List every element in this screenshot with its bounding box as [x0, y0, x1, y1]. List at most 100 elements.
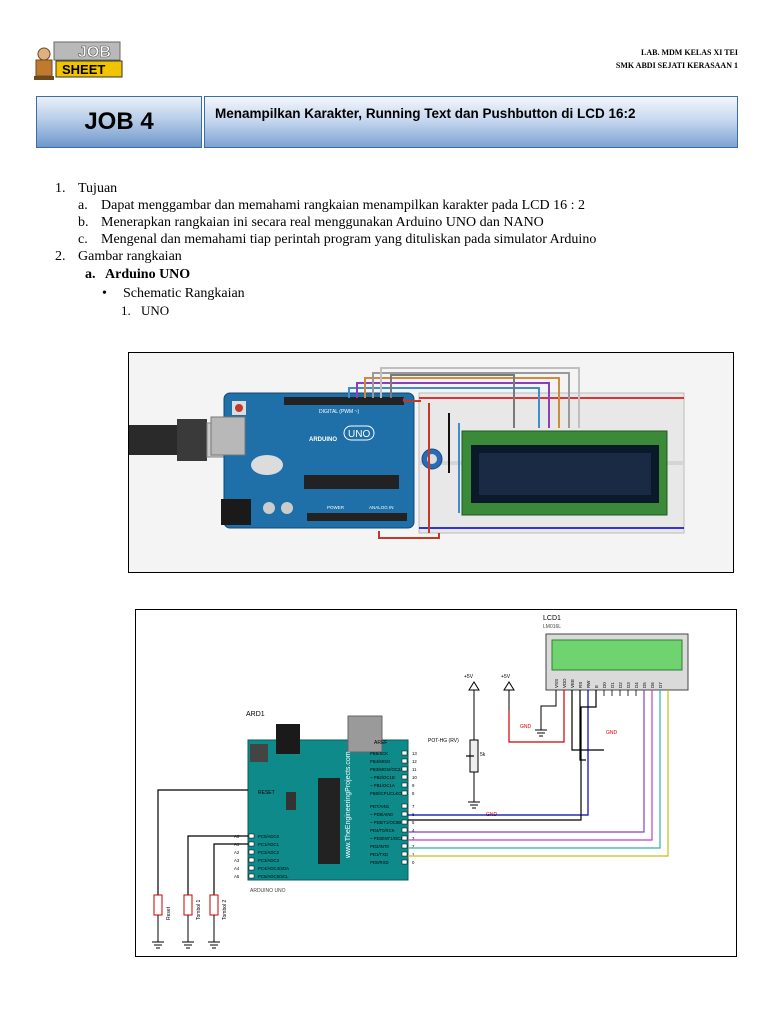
digital-pin-number: 8 [412, 791, 415, 796]
digital-pin-number: 13 [412, 751, 417, 756]
digital-pin-label: PD4/T0/XCK [370, 828, 395, 833]
lcd-pin-label: E [594, 685, 599, 688]
digital-pin-socket [401, 758, 408, 764]
digital-pin-socket [401, 766, 408, 772]
arduino-uno-board: DIGITAL (PWM ~) ARDUINO UNO POWER ANALOG… [210, 392, 415, 529]
digital-pin-number: 11 [412, 767, 417, 772]
digital-pin-label: ~ PB2/OC1B [370, 775, 395, 780]
digital-pin-label: ~ PD5/T1/OC0B [370, 820, 401, 825]
lcd-pin-label: D5 [642, 682, 647, 688]
lcd-model: LM016L [543, 624, 561, 630]
school-line-1: LAB. MDM KELAS XI TEI [641, 48, 738, 57]
lcd-pin-label: D2 [618, 682, 623, 688]
digital-pin-label: ~ PB1/OC1A [370, 783, 395, 788]
analog-pin-label: PC3/ADC3 [258, 858, 280, 863]
digital-pin-number: 9 [412, 783, 415, 788]
pushbutton-label: Tombol 1 [196, 899, 202, 920]
numbered-item: 1.UNO [121, 303, 170, 318]
digital-pin-socket [401, 782, 408, 788]
lcd-pin-label: D1 [610, 682, 615, 688]
analog-pin-socket [248, 873, 255, 879]
digital-pin-number: 10 [412, 775, 417, 780]
job-title-box: Menampilkan Karakter, Running Text dan P… [204, 96, 738, 148]
pushbutton-label: Tombol 2 [222, 899, 228, 920]
subsection-a-title: Arduino UNO [105, 267, 191, 282]
bullet-icon: • [102, 286, 107, 301]
digital-pin-label: PB3/MOSI/OC2A [370, 767, 403, 772]
jumper-wires [348, 367, 580, 539]
pushbutton-symbol [209, 894, 219, 916]
digital-pin-label: PD2/INT0 [370, 844, 389, 849]
aref-pin-label: AREF [374, 740, 387, 746]
digital-pin-socket [401, 790, 408, 796]
section-2-heading: 2. Gambar rangkaian [55, 248, 182, 265]
school-line-2: SMK ABDI SEJATI KERASAAN 1 [615, 61, 738, 70]
arduino-footer: ARDUINO UNO [250, 888, 286, 894]
section-2-number: 2. [55, 249, 66, 264]
school-info: LAB. MDM KELAS XI TEI SMK ABDI SEJATI KE… [616, 46, 738, 72]
lcd-name: LCD1 [543, 615, 561, 622]
analog-pin-label: PC1/ADC1 [258, 842, 280, 847]
ground-symbol [182, 915, 194, 949]
job-number: JOB 4 [84, 108, 154, 135]
lcd-pin-label: D7 [658, 682, 663, 688]
digital-pin-socket [401, 750, 408, 756]
bullet-item: •Schematic Rangkaian [102, 286, 245, 301]
lcd-pin-label: D3 [626, 682, 631, 688]
job-number-box: JOB 4 [36, 96, 202, 148]
digital-pin-socket [401, 835, 408, 841]
logo-top-text: JOB [78, 44, 111, 61]
analog-pin-socket [248, 841, 255, 847]
job-sheet-logo: JOB SHEET [34, 41, 123, 80]
power-header-label: POWER [327, 505, 345, 510]
logo-bottom-text: SHEET [62, 62, 105, 77]
section-1-heading: 1.Tujuan [55, 180, 117, 197]
ground-symbol [152, 915, 164, 949]
pot-label: POT-HG (RV) [428, 738, 459, 744]
digital-pin-label: PD1/TXD [370, 852, 388, 857]
list-item: c.Mengenal dan memahami tiap perintah pr… [78, 232, 597, 247]
lcd-pin-label: D0 [602, 682, 607, 688]
analog-pin-socket [248, 857, 255, 863]
lcd-pin-label: VEE [570, 679, 575, 688]
digital-pin-number: 4 [412, 828, 415, 833]
lcd-pin-label: D6 [650, 682, 655, 688]
analog-pin-number: A5 [234, 874, 240, 879]
list-item: b.Menerapkan rangkaian ini secara real m… [78, 215, 544, 230]
analog-pin-socket [248, 833, 255, 839]
digital-pin-number: 1 [412, 852, 415, 857]
digital-pin-label: PB0/ICP1/CLKO [370, 791, 402, 796]
analog-pin-number: A4 [234, 866, 240, 871]
ground-symbol [208, 915, 220, 949]
digital-pin-socket [401, 803, 408, 809]
pushbutton-symbol [183, 894, 193, 916]
analog-pin-number: A3 [234, 858, 240, 863]
section-2-title: Gambar rangkaian [78, 249, 182, 264]
analog-pin-socket [248, 865, 255, 871]
digital-pin-label: ~ PD6/AIN0 [370, 812, 393, 817]
digital-pin-socket [401, 851, 408, 857]
digital-pin-socket [401, 819, 408, 825]
vcc-label-1: +5V [464, 674, 474, 680]
digital-pin-label: ~ PD3/INT1/OC2B [370, 836, 406, 841]
lcd-pin-label: VDD [562, 678, 567, 688]
digital-pin-socket [401, 859, 408, 865]
digital-pin-number: 0 [412, 860, 415, 865]
digital-header-label: DIGITAL (PWM ~) [319, 409, 359, 415]
digital-pin-label: PB5/SCK [370, 751, 388, 756]
power-symbols [468, 681, 515, 740]
reset-pin-label: RESET [258, 790, 275, 796]
arduino-name: ARD1 [246, 711, 265, 718]
section-1-title: Tujuan [78, 181, 118, 196]
lcd-pin-label: RW [586, 680, 591, 688]
schematic-wires [157, 690, 669, 895]
lcd-module [461, 430, 668, 516]
digital-pin-number: 3 [412, 836, 415, 841]
board-brand: ARDUINO [309, 437, 337, 443]
site-text: www.TheEngineeringProjects.com [345, 751, 352, 859]
lcd-pin-label: VSS [554, 679, 559, 688]
subsection-a-heading: a.Arduino UNO [85, 267, 191, 282]
digital-pin-number: 12 [412, 759, 417, 764]
